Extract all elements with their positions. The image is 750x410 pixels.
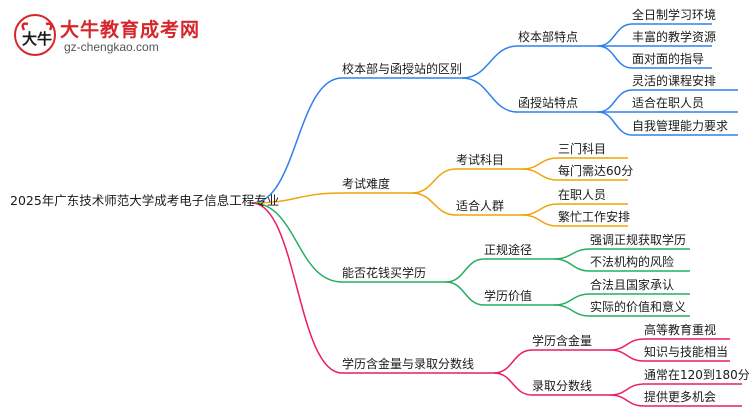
leaf-node: 提供更多机会: [644, 390, 717, 404]
leaf-node: 实际的价值和意义: [590, 300, 687, 314]
sub-to-leaf-connector: [521, 214, 559, 227]
sub-to-leaf-connector: [609, 394, 645, 407]
leaf-node: 高等教育重视: [644, 323, 717, 337]
leaf-node: 知识与技能相当: [644, 345, 729, 359]
sub-to-leaf-connector: [521, 168, 559, 181]
branch-node-exam-difficulty: 考试难度: [342, 177, 391, 191]
branch-to-sub-connector: [445, 258, 485, 283]
branch-to-sub-connector: [493, 372, 533, 396]
sub-node-degree-value: 学历价值: [484, 289, 533, 303]
branch-node-value-and-score: 学历含金量与录取分数线: [342, 357, 475, 371]
leaf-node: 全日制学习环境: [632, 8, 717, 22]
branch-to-sub-connector: [493, 349, 533, 374]
logo-title: 大牛教育成考网: [60, 19, 201, 41]
leaf-node: 繁忙工作安排: [558, 210, 631, 224]
branch-to-sub-connector: [461, 77, 519, 113]
root-to-branch-connector: [251, 77, 343, 204]
leaf-node: 每门需达60分: [558, 164, 634, 178]
sub-node-admission-score: 录取分数线: [532, 379, 593, 393]
sub-to-leaf-connector: [609, 383, 645, 396]
sub-to-leaf-connector: [597, 23, 633, 47]
leaf-node: 三门科目: [558, 142, 607, 156]
root-node: 2025年广东技术师范大学成考电子信息工程专业: [10, 193, 280, 208]
leaf-node: 在职人员: [558, 188, 607, 202]
sub-to-leaf-connector: [597, 89, 633, 113]
sub-node-exam-subjects: 考试科目: [456, 153, 505, 167]
sub-node-target-group: 适合人群: [456, 199, 505, 213]
site-logo[interactable]: 大牛 大牛教育成考网 gz-chengkao.com: [14, 14, 254, 60]
sub-to-leaf-connector: [553, 258, 591, 272]
sub-node-legal-channel: 正规途径: [484, 243, 533, 257]
root-to-branch-connector: [251, 192, 343, 204]
sub-to-leaf-connector: [553, 293, 591, 306]
sub-node-campus-features: 校本部特点: [518, 30, 579, 44]
leaf-node: 合法且国家承认: [590, 278, 675, 292]
leaf-node: 适合在职人员: [632, 96, 705, 110]
bull-logo-icon: 大牛: [14, 14, 56, 56]
sub-to-leaf-connector: [553, 248, 591, 260]
leaf-node: 丰富的教学资源: [632, 30, 717, 44]
sub-node-degree-worth: 学历含金量: [532, 334, 593, 348]
sub-to-leaf-connector: [609, 349, 645, 362]
sub-to-leaf-connector: [521, 157, 559, 170]
leaf-node: 通常在120到180分: [644, 368, 750, 382]
leaf-node: 灵活的课程安排: [632, 74, 717, 88]
leaf-node: 自我管理能力要求: [632, 119, 729, 133]
sub-to-leaf-connector: [553, 304, 591, 317]
sub-to-leaf-connector: [609, 338, 645, 351]
branch-to-sub-connector: [411, 168, 457, 194]
sub-to-leaf-connector: [597, 111, 633, 136]
leaf-node: 面对面的指导: [632, 52, 705, 66]
leaf-node: 不法机构的风险: [590, 255, 675, 269]
branch-to-sub-connector: [445, 281, 485, 306]
branch-node-campus-difference: 校本部与函授站的区别: [342, 62, 463, 76]
sub-to-leaf-connector: [521, 203, 559, 216]
branch-node-buy-degree: 能否花钱买学历: [342, 266, 427, 280]
sub-to-leaf-connector: [597, 45, 633, 69]
root-to-branch-connector: [251, 202, 343, 374]
svg-text:大牛: 大牛: [22, 30, 52, 48]
logo-url: gz-chengkao.com: [64, 40, 159, 54]
branch-to-sub-connector: [461, 45, 519, 79]
root-to-branch-connector: [251, 202, 343, 283]
leaf-node: 强调正规获取学历: [590, 233, 687, 247]
sub-node-correspondence-features: 函授站特点: [518, 96, 579, 110]
branch-to-sub-connector: [411, 192, 457, 216]
